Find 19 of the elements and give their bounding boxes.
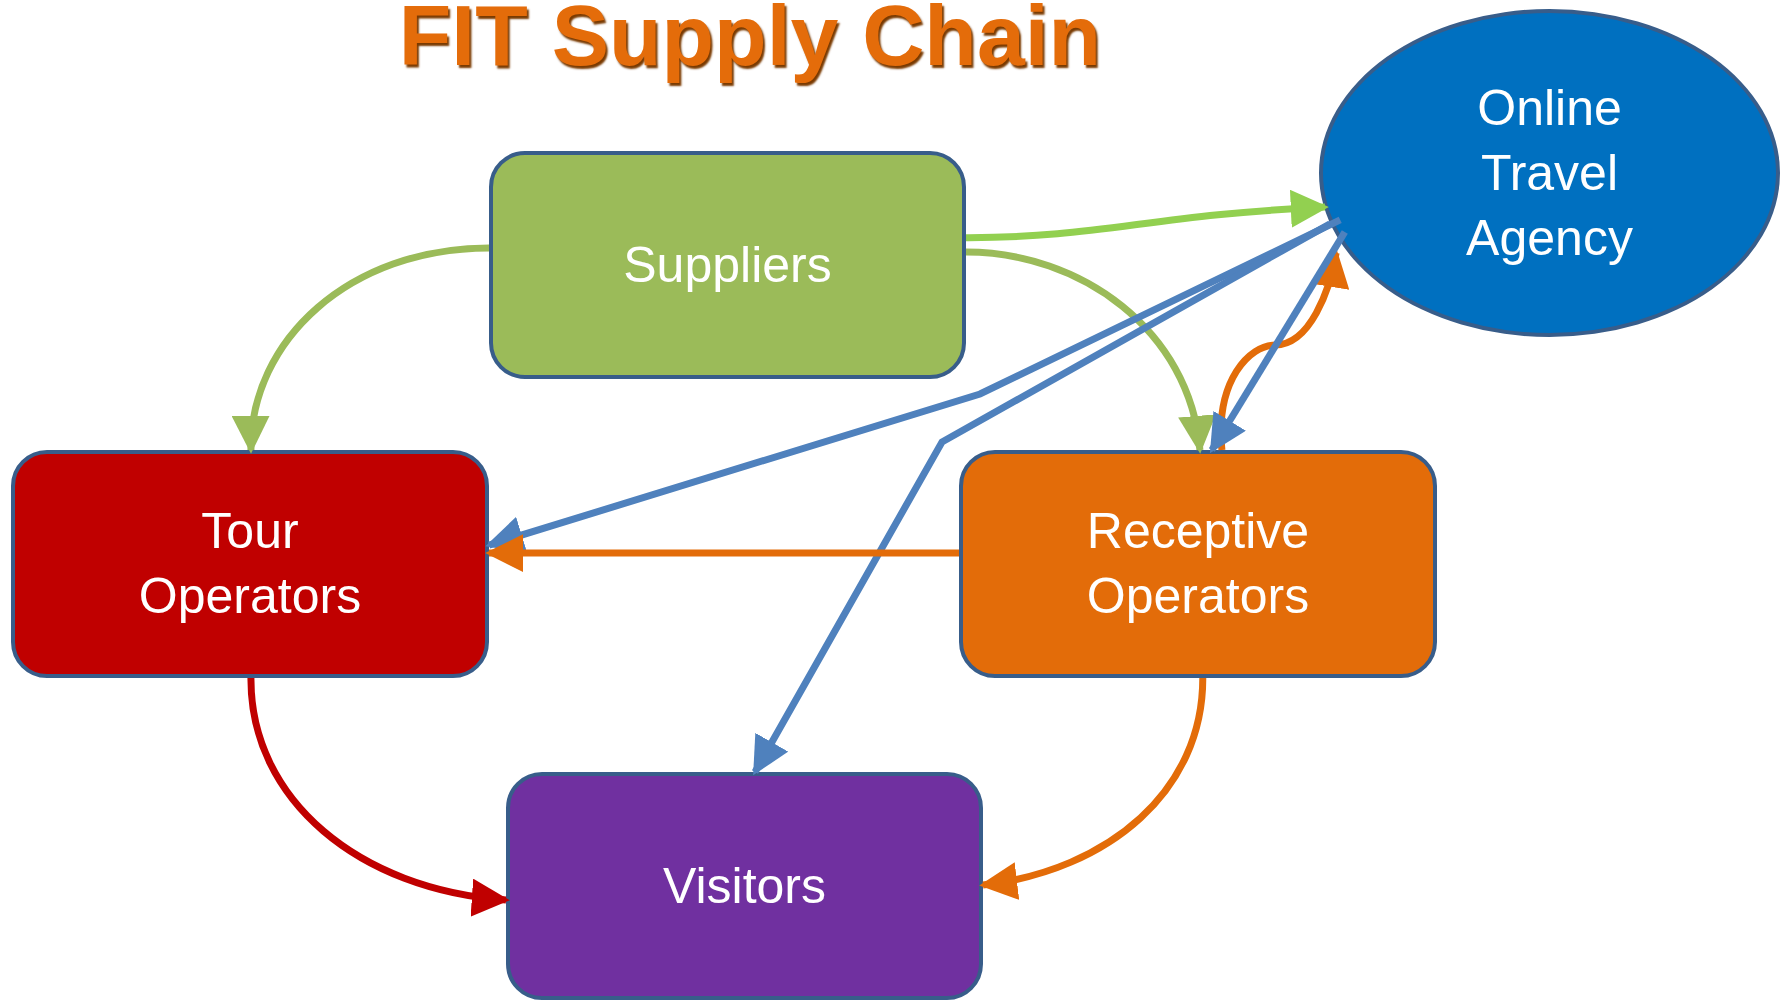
arrow [965,248,1214,454]
diagram-title: FIT Supply Chain [397,0,1103,85]
process-box [11,450,489,678]
arrow [234,244,490,454]
arrow [247,677,510,915]
arrow [1217,249,1349,451]
process-box [489,151,966,379]
node-label: Visitors [663,856,826,916]
arrow [751,220,1332,776]
arrow [979,677,1207,899]
arrow [1208,230,1348,454]
node-label: Receptive Operators [1085,502,1311,626]
process-box [959,450,1437,678]
arrow [485,534,959,573]
node-label: Suppliers [623,235,832,295]
node-label: Online Travel Agency [1465,78,1634,268]
arrow [965,190,1329,242]
process-box [506,772,983,1000]
node-label: Tour Operators [137,502,363,626]
